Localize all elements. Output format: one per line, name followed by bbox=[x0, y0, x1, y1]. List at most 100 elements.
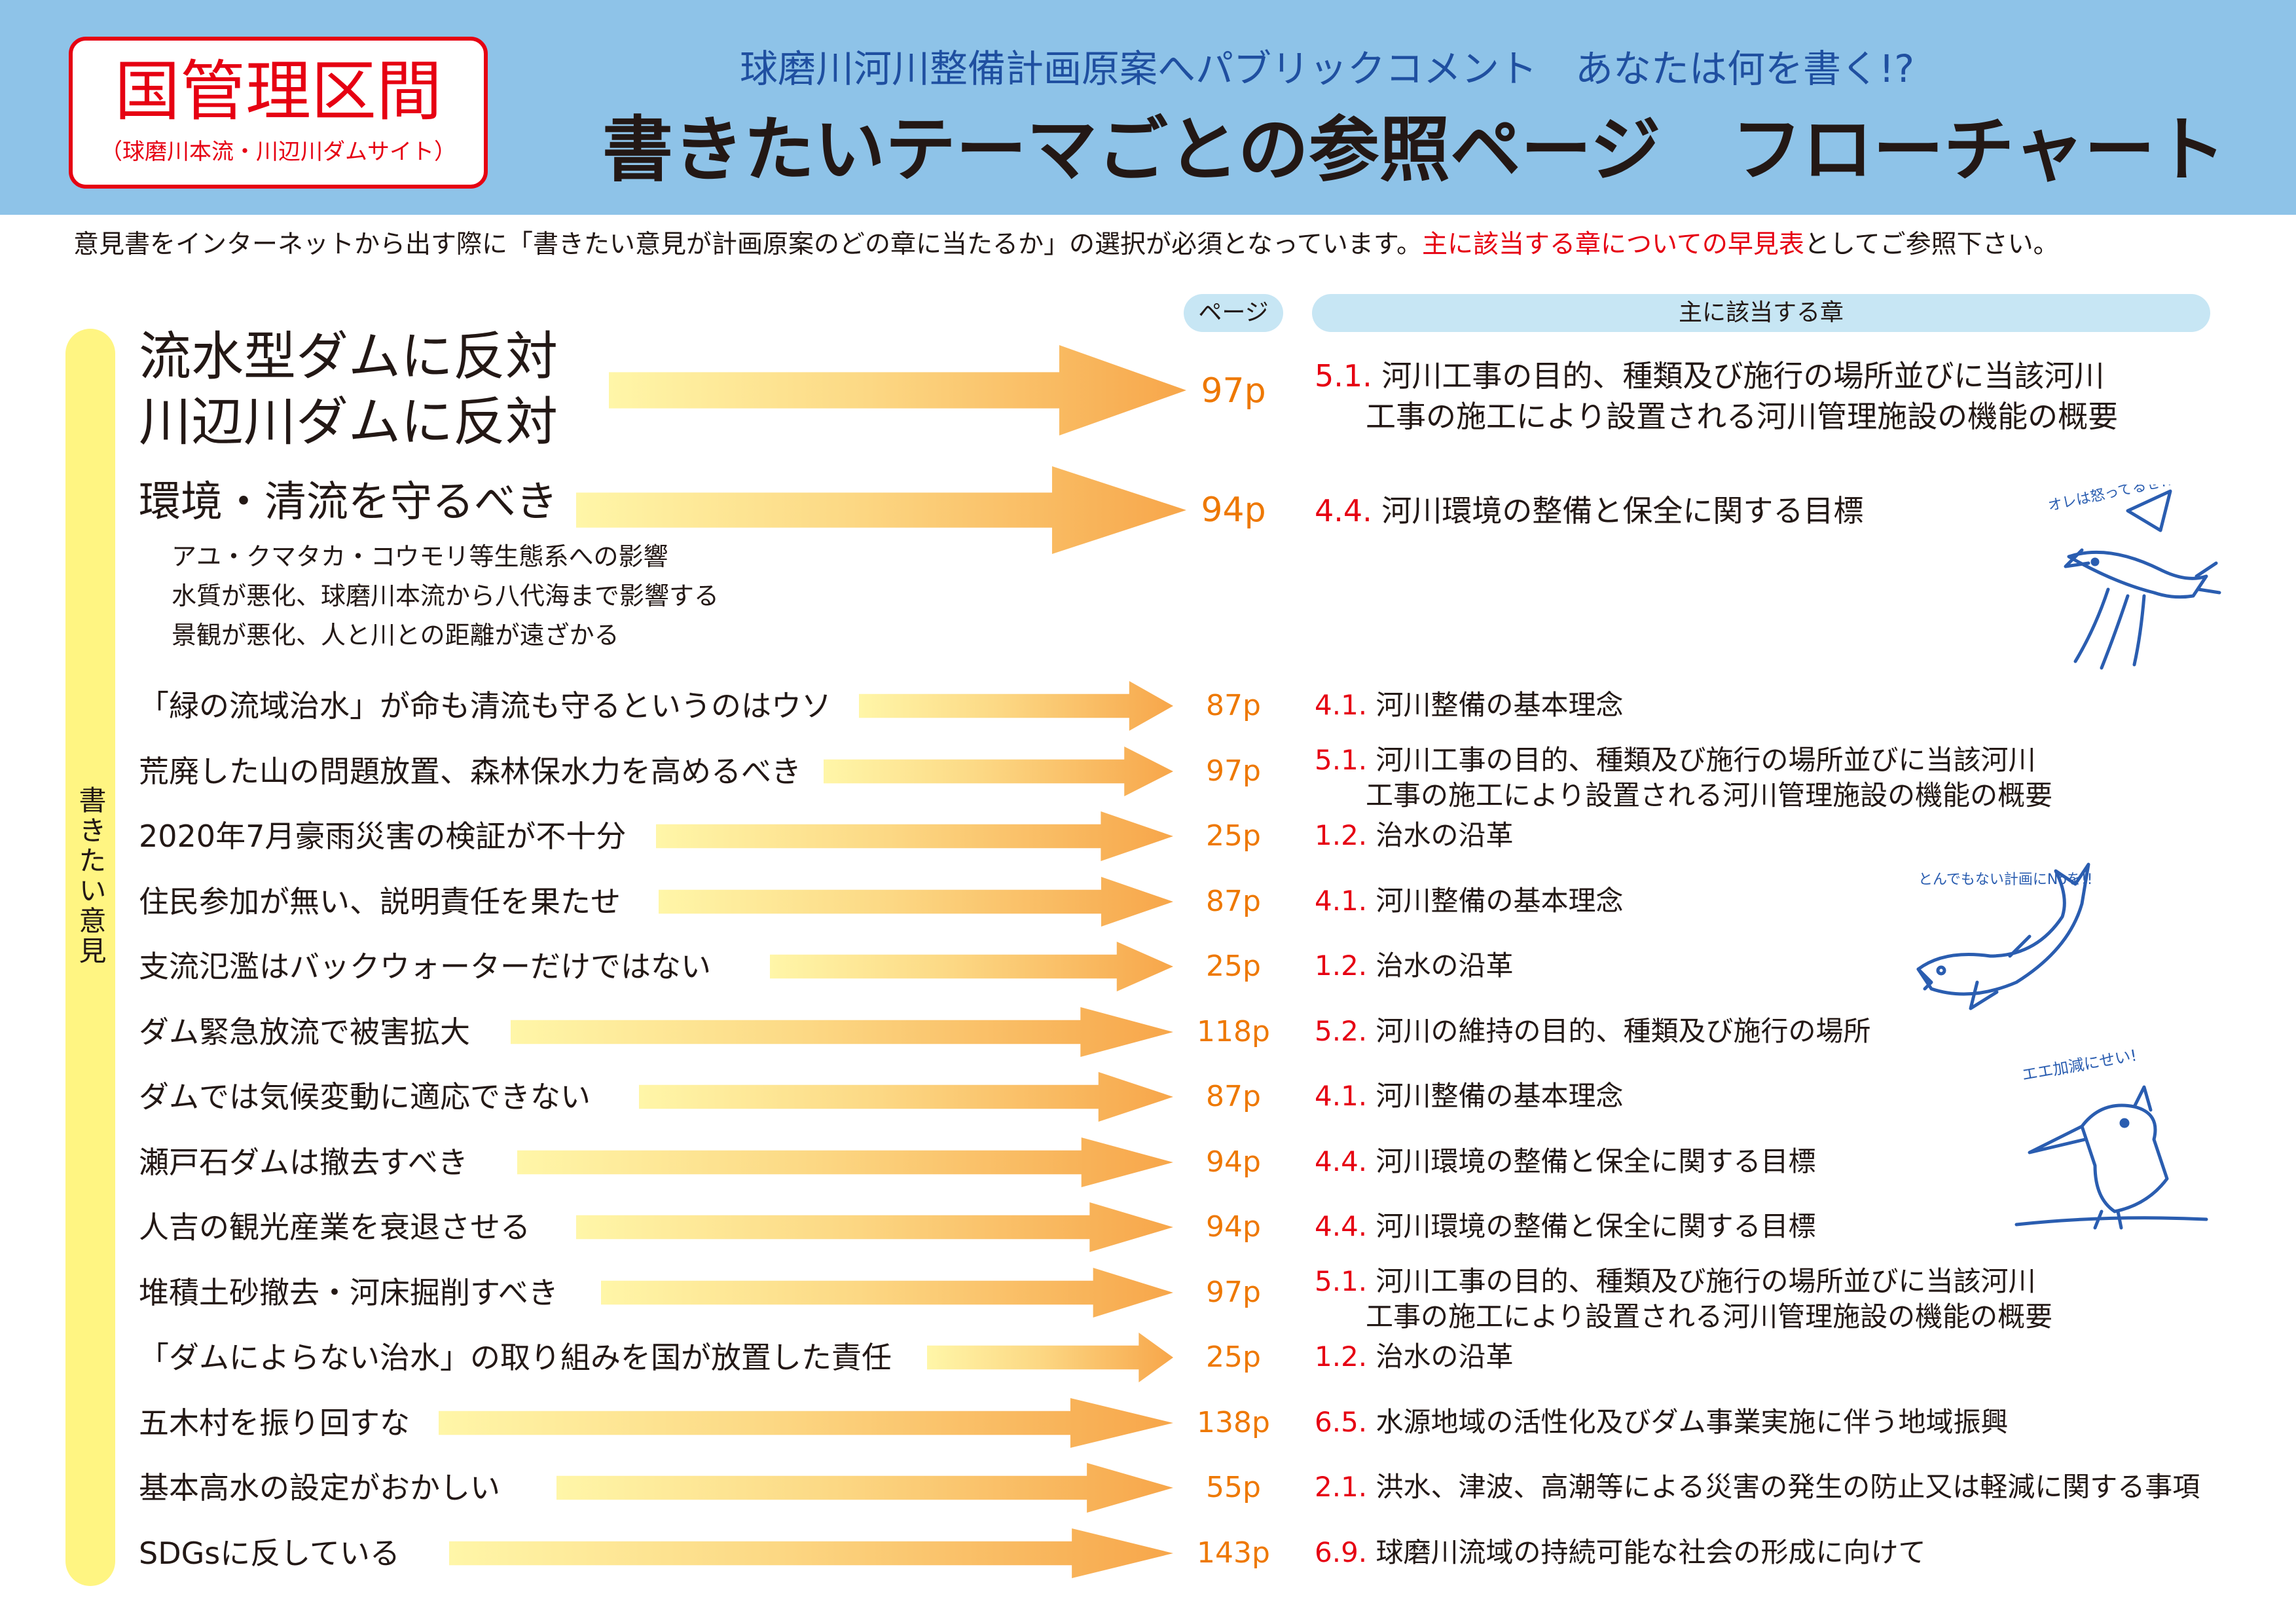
chapter-title-continued: 工事の施工により設置される河川管理施設の機能の概要 bbox=[1366, 399, 2119, 434]
chapter-title: 河川工事の目的、種類及び施行の場所並びに当該河川 bbox=[1376, 744, 2036, 776]
chapter-number: 5.1. bbox=[1315, 358, 1372, 394]
chapter-number: 4.1. bbox=[1315, 1080, 1368, 1112]
intro-suffix: としてご参照下さい。 bbox=[1804, 230, 2059, 259]
chapter-title: 河川整備の基本理念 bbox=[1376, 689, 1624, 721]
opinion-label: 環境・清流を守るべき bbox=[139, 478, 558, 526]
chapter-reference: 4.4. 河川環境の整備と保全に関する目標 bbox=[1315, 1144, 1816, 1179]
flow-arrow bbox=[601, 1268, 1173, 1318]
chapter-reference: 1.2. 治水の沿革 bbox=[1315, 1339, 1514, 1375]
kingfisher-caption: エエ加減にせい! bbox=[2020, 1048, 2138, 1084]
chapter-reference: 4.1. 河川整備の基本理念 bbox=[1315, 883, 1624, 919]
opinion-label: 「ダムによらない治水」の取り組みを国が放置した責任 bbox=[139, 1340, 892, 1375]
chapter-number: 4.1. bbox=[1315, 885, 1368, 917]
kingfisher-illustration: エエ加減にせい! bbox=[2014, 1048, 2208, 1230]
chapter-number: 5.1. bbox=[1315, 1265, 1368, 1297]
flow-arrow bbox=[609, 345, 1186, 435]
flow-arrow bbox=[449, 1528, 1173, 1578]
chapter-title: 球磨川流域の持続可能な社会の形成に向けて bbox=[1376, 1536, 1926, 1568]
chapter-reference: 6.5. 水源地域の活性化及びダム事業実施に伴う地域振興 bbox=[1315, 1405, 2009, 1440]
intro-highlight: 主に該当する章についての早見表 bbox=[1421, 230, 1804, 259]
opinion-label: 2020年7月豪雨災害の検証が不十分 bbox=[139, 819, 627, 854]
chapter-number: 6.9. bbox=[1315, 1536, 1368, 1568]
opinion-label: 流水型ダムに反対 bbox=[139, 326, 558, 387]
opinion-label: 住民参加が無い、説明責任を果たせ bbox=[139, 884, 621, 919]
flow-arrow bbox=[824, 747, 1173, 796]
header-subtitle: 球磨川河川整備計画原案へパブリックコメント あなたは何を書く!? bbox=[740, 46, 1915, 91]
page-number: 94p bbox=[1206, 1210, 1261, 1244]
opinion-detail: 景観が悪化、人と川との距離が遠ざかる bbox=[172, 621, 619, 650]
page-column-header: ページ bbox=[1184, 294, 1283, 332]
opinions-side-label: 書きたい意見 bbox=[75, 786, 107, 967]
chapter-title: 河川工事の目的、種類及び施行の場所並びに当該河川 bbox=[1381, 358, 2105, 394]
page-number: 25p bbox=[1206, 1340, 1261, 1374]
chapter-title: 河川環境の整備と保全に関する目標 bbox=[1376, 1145, 1816, 1177]
badge-subtitle: （球磨川本流・川辺川ダムサイト） bbox=[100, 139, 456, 165]
page-number: 97p bbox=[1206, 754, 1261, 788]
opinion-label: 五木村を振り回すな bbox=[139, 1405, 410, 1441]
badge-title: 国管理区間 bbox=[115, 53, 442, 130]
page-number: 97p bbox=[1201, 371, 1266, 411]
chapter-reference: 5.2. 河川の維持の目的、種類及び施行の場所 bbox=[1315, 1014, 1871, 1049]
chapter-number: 1.2. bbox=[1315, 1340, 1368, 1373]
page-number: 25p bbox=[1206, 950, 1261, 983]
chapter-reference: 2.1. 洪水、津波、高潮等による災害の発生の防止又は軽減に関する事項 bbox=[1315, 1469, 2200, 1505]
chapter-number: 5.1. bbox=[1315, 744, 1368, 776]
fish-caption: とんでもない計画にNoを!! bbox=[1918, 872, 2092, 888]
page-number: 138p bbox=[1197, 1406, 1270, 1439]
page-number: 118p bbox=[1197, 1015, 1270, 1048]
chapter-title: 河川工事の目的、種類及び施行の場所並びに当該河川 bbox=[1376, 1265, 2036, 1297]
flow-arrow bbox=[659, 877, 1173, 927]
chapter-reference: 4.4. 河川環境の整備と保全に関する目標 bbox=[1315, 1209, 1816, 1244]
opinion-label: ダムでは気候変動に適応できない bbox=[139, 1079, 591, 1115]
opinion-label: 「緑の流域治水」が命も清流も守るというのはウソ bbox=[139, 688, 831, 724]
flow-arrow bbox=[639, 1072, 1173, 1122]
page-number: 87p bbox=[1206, 885, 1261, 918]
opinion-label: 支流氾濫はバックウォーターだけではない bbox=[139, 949, 711, 984]
opinion-detail: アユ・クマタカ・コウモリ等生態系への影響 bbox=[172, 542, 668, 571]
chapter-number: 5.2. bbox=[1315, 1015, 1368, 1047]
intro-main: 意見書をインターネットから出す際に「書きたい意見が計画原案のどの章に当たるか」の… bbox=[73, 230, 1422, 259]
page-number: 94p bbox=[1201, 490, 1266, 530]
page-title: 書きたいテーマごとの参照ページ フローチャート bbox=[602, 109, 2226, 191]
page-number: 87p bbox=[1206, 1080, 1261, 1113]
opinion-label: 人吉の観光産業を衰退させる bbox=[139, 1209, 530, 1245]
chapter-title: 河川整備の基本理念 bbox=[1376, 885, 1624, 917]
chapter-reference: 1.2. 治水の沿革 bbox=[1315, 948, 1514, 984]
flow-arrow bbox=[439, 1398, 1173, 1448]
flow-arrow bbox=[859, 681, 1173, 731]
flow-arrow bbox=[576, 1202, 1173, 1252]
flow-arrow bbox=[927, 1333, 1173, 1382]
chapter-number: 4.4. bbox=[1315, 1145, 1368, 1177]
chapter-number: 1.2. bbox=[1315, 950, 1368, 982]
fish-illustration: とんでもない計画にNoを!! bbox=[1916, 862, 2092, 1010]
chapter-number: 6.5. bbox=[1315, 1406, 1368, 1438]
flow-arrow bbox=[511, 1007, 1173, 1057]
chapter-reference: 4.1. 河川整備の基本理念 bbox=[1315, 1079, 1624, 1114]
chapter-column-header: 主に該当する章 bbox=[1312, 294, 2210, 332]
chapter-number: 4.4. bbox=[1315, 1210, 1368, 1242]
opinion-label: 瀬戸石ダムは撤去すべき bbox=[139, 1145, 468, 1180]
chapter-reference: 5.1. 河川工事の目的、種類及び施行の場所並びに当該河川工事の施工により設置さ… bbox=[1315, 356, 2118, 437]
chapter-title-continued: 工事の施工により設置される河川管理施設の機能の概要 bbox=[1366, 779, 2053, 811]
opinion-label: 基本高水の設定がおかしい bbox=[139, 1470, 500, 1505]
chapter-reference: 5.1. 河川工事の目的、種類及び施行の場所並びに当該河川工事の施工により設置さ… bbox=[1315, 743, 2052, 813]
chapter-title: 河川の維持の目的、種類及び施行の場所 bbox=[1376, 1015, 1871, 1047]
page-number: 87p bbox=[1206, 689, 1261, 722]
opinion-label: 荒廃した山の問題放置、森林保水力を高めるべき bbox=[139, 754, 801, 789]
flow-arrow bbox=[770, 942, 1173, 991]
chapter-number: 2.1. bbox=[1315, 1471, 1368, 1503]
opinion-detail: 水質が悪化、球磨川本流から八代海まで影響する bbox=[172, 581, 720, 610]
chapter-number: 4.4. bbox=[1315, 493, 1372, 528]
chapter-title: 治水の沿革 bbox=[1376, 950, 1514, 982]
angry-bird-illustration: オレは怒ってるぜ!! bbox=[2047, 485, 2221, 670]
opinion-label: 堆積土砂撤去・河床掘削すべき bbox=[139, 1275, 558, 1310]
chapter-reference: 5.1. 河川工事の目的、種類及び施行の場所並びに当該河川工事の施工により設置さ… bbox=[1315, 1264, 2052, 1335]
chapter-title: 水源地域の活性化及びダム事業実施に伴う地域振興 bbox=[1376, 1406, 2009, 1438]
section-badge: 国管理区間 （球磨川本流・川辺川ダムサイト） bbox=[69, 37, 488, 189]
chapter-title: 河川整備の基本理念 bbox=[1376, 1080, 1624, 1112]
chapter-title: 洪水、津波、高潮等による災害の発生の防止又は軽減に関する事項 bbox=[1376, 1471, 2200, 1503]
flow-arrow bbox=[656, 811, 1173, 861]
page-number: 143p bbox=[1197, 1536, 1270, 1570]
chapter-reference: 4.4. 河川環境の整備と保全に関する目標 bbox=[1315, 490, 1863, 531]
chapter-reference: 4.1. 河川整備の基本理念 bbox=[1315, 688, 1624, 723]
